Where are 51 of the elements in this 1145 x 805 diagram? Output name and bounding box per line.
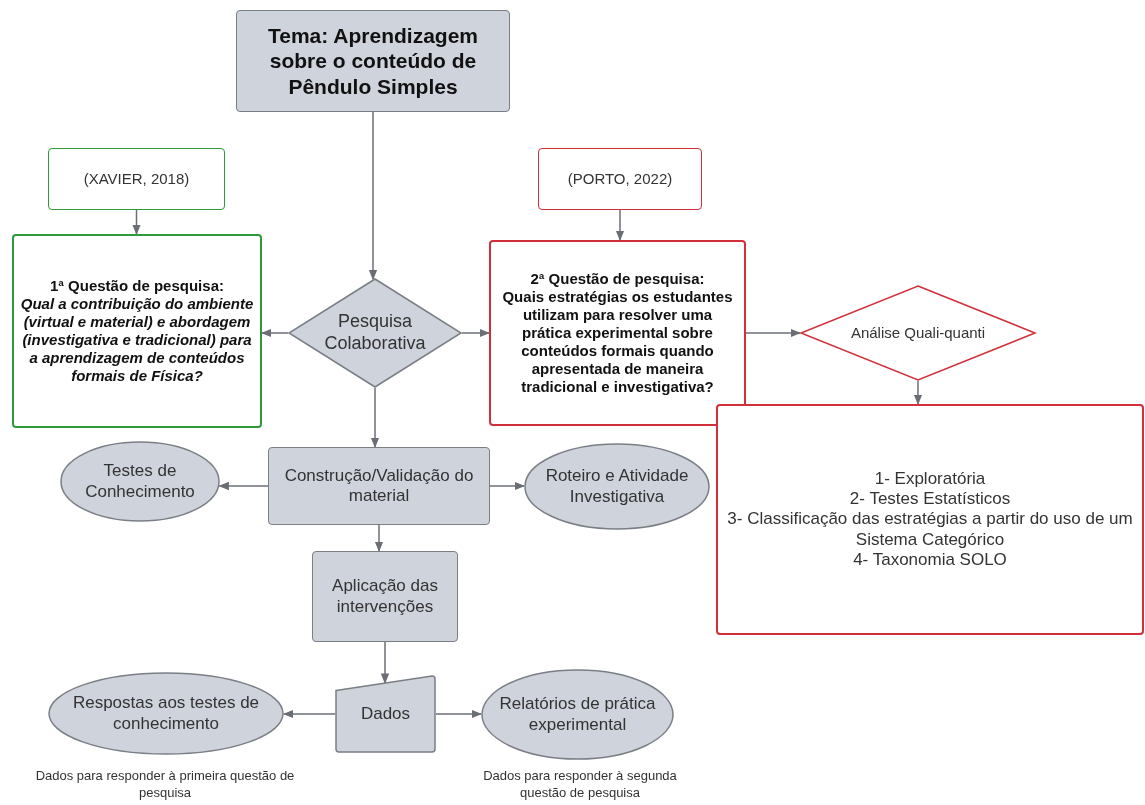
- node-text: Análise Quali-quanti: [849, 324, 987, 342]
- output-ellipse: [481, 669, 674, 760]
- node-text: Construção/Validação do material: [283, 465, 475, 507]
- node-text: Testes de Conhecimento: [84, 461, 196, 502]
- arrow: [461, 328, 491, 338]
- reference-box: [48, 148, 225, 210]
- note-text: Dados para responder à segunda questão de pesquisa: [482, 768, 678, 802]
- arrow: [745, 328, 802, 338]
- topic-box: [236, 10, 510, 112]
- node-text: (XAVIER, 2018): [83, 170, 190, 188]
- decision-diamond: [800, 285, 1036, 381]
- arrow: [218, 481, 269, 491]
- node-text: Dados: [360, 703, 411, 725]
- arrow: [615, 209, 625, 242]
- arrow: [374, 524, 384, 553]
- question-box: [12, 234, 262, 428]
- process-box: [312, 551, 458, 642]
- output-ellipse: [60, 441, 220, 522]
- output-ellipse: [48, 672, 284, 755]
- decision-diamond: [288, 278, 462, 388]
- node-text: Tema: Aprendizagem sobre o conteúdo de Pêndulo Simples: [266, 23, 479, 99]
- heading-text: 2ª Questão de pesquisa:: [530, 270, 705, 288]
- data-shape: [335, 675, 436, 753]
- output-ellipse: [524, 443, 710, 530]
- arrow: [282, 709, 336, 719]
- node-text: Respostas aos testes de conhecimento: [71, 693, 261, 734]
- arrow: [260, 328, 289, 338]
- arrow: [132, 209, 141, 236]
- question-box: [489, 240, 746, 426]
- list-item-text: 1- Exploratória: [874, 468, 986, 489]
- arrow: [435, 709, 483, 719]
- body-text: Quais estratégias os estudantes utilizam para resolver uma prática experimental sobre conteúdos formais quando apresentada de maneira tradicional e investigativa?: [501, 288, 734, 396]
- heading-text: 1ª Questão de pesquisa:: [50, 277, 224, 295]
- list-item-text: 3- Classificação das estratégias a partir do uso de um Sistema Categórico: [726, 509, 1134, 551]
- note-text: Dados para responder à primeira questão de pesquisa: [34, 768, 296, 802]
- node-text: Roteiro e Atividade Investigativa: [544, 466, 690, 507]
- node-text: Pesquisa Colaborativa: [323, 311, 427, 355]
- list-item-text: 2- Testes Estatísticos: [849, 488, 1011, 510]
- arrow: [370, 387, 380, 449]
- node-text: (PORTO, 2022): [567, 170, 673, 188]
- arrow: [380, 641, 390, 684]
- arrow: [913, 380, 923, 406]
- node-text: Relatórios de prática experimental: [498, 694, 657, 735]
- list-item-text: 4- Taxonomia SOLO: [853, 550, 1007, 571]
- arrow: [489, 481, 526, 491]
- body-text: Qual a contribuição do ambiente (virtual e material) e abordagem (investigativa e tradicional) para a aprendizagem de conteúdos formais de Física?: [20, 295, 254, 385]
- steps-box: [716, 404, 1144, 635]
- process-box: [268, 447, 490, 525]
- node-text: Aplicação das intervenções: [331, 576, 439, 617]
- arrow: [368, 111, 378, 281]
- reference-box: [538, 148, 702, 210]
